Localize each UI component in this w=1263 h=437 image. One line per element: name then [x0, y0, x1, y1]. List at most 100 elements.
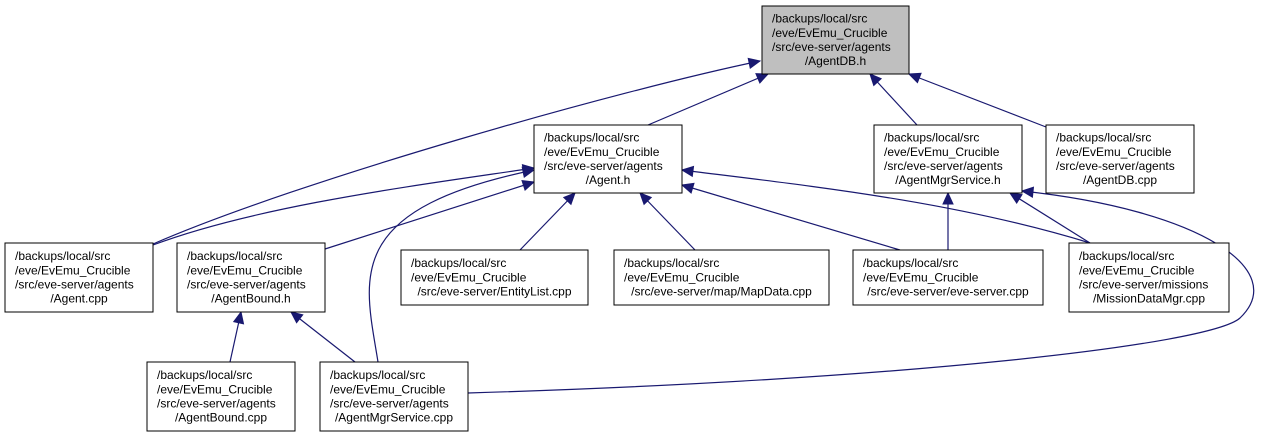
- node-label-line: /src/eve-server/agents: [1056, 159, 1175, 173]
- node-agentdb-cpp[interactable]: /backups/local/src/eve/EvEmu_Crucible/sr…: [1045, 124, 1195, 194]
- arrowhead: [869, 73, 883, 87]
- edge-line: [681, 184, 901, 251]
- node-label-line: /src/eve-server/missions: [1079, 278, 1208, 292]
- node-box: [176, 242, 326, 313]
- arrowhead: [680, 182, 695, 194]
- node-box: [4, 242, 154, 313]
- node-entitylist-cpp[interactable]: /backups/local/src/eve/EvEmu_Crucible/sr…: [400, 249, 589, 306]
- arrowhead: [521, 166, 536, 178]
- edge-mapdata_cpp-to-agent_h: [639, 192, 696, 251]
- node-box: [1045, 124, 1195, 194]
- edge-agentbound_cpp-to-agentbound_h: [229, 310, 245, 363]
- arrowhead: [639, 192, 653, 206]
- node-box: [400, 249, 589, 306]
- edge-eveserver_cpp-to-agent_h: [680, 182, 901, 251]
- edge-line: [324, 181, 535, 250]
- node-eveserver-cpp[interactable]: /backups/local/src/eve/EvEmu_Crucible/sr…: [852, 249, 1044, 306]
- node-label-line: /src/eve-server/agents: [15, 278, 134, 292]
- node-label-line: /backups/local/src: [15, 249, 110, 263]
- node-label-line: /backups/local/src: [411, 256, 506, 270]
- node-label-line: /src/eve-server/agents: [544, 159, 663, 173]
- node-label-line: /backups/local/src: [772, 12, 867, 26]
- edge-line: [519, 192, 576, 251]
- node-label-line: /src/eve-server/EntityList.cpp: [417, 285, 571, 299]
- nodes-layer: /backups/local/src/eve/EvEmu_Crucible/sr…: [4, 5, 1230, 432]
- node-label-line: /eve/EvEmu_Crucible: [15, 263, 131, 277]
- edge-line: [1009, 192, 1091, 244]
- node-label-line: /eve/EvEmu_Crucible: [884, 145, 1000, 159]
- node-label-line: /eve/EvEmu_Crucible: [411, 270, 527, 284]
- node-label-line: /src/eve-server/eve-server.cpp: [867, 285, 1029, 299]
- node-label-line: /Agent.cpp: [50, 292, 108, 306]
- node-label-line: /src/eve-server/agents: [330, 397, 449, 411]
- node-agentbound-cpp[interactable]: /backups/local/src/eve/EvEmu_Crucible/sr…: [146, 361, 296, 432]
- node-label-line: /eve/EvEmu_Crucible: [863, 270, 979, 284]
- node-label-line: /eve/EvEmu_Crucible: [157, 382, 273, 396]
- edge-agent_cpp-to-agent_h: [152, 163, 536, 246]
- node-box: [613, 249, 830, 306]
- edge-missiondatamgr_cpp-to-agentmgrservice_h: [1008, 192, 1091, 244]
- node-label-line: /AgentMgrService.h: [895, 173, 1000, 187]
- edge-line: [368, 169, 535, 363]
- node-label-line: /eve/EvEmu_Crucible: [544, 145, 660, 159]
- node-label-line: /MissionDataMgr.cpp: [1093, 292, 1205, 306]
- arrowhead: [942, 191, 954, 205]
- node-label-line: /backups/local/src: [1056, 131, 1151, 145]
- edge-agentmgrservice_cpp-to-agentbound_h: [290, 311, 356, 363]
- node-label-line: /AgentDB.cpp: [1083, 173, 1157, 187]
- edge-agent_h-to-agentdb_h: [647, 73, 770, 126]
- node-label-line: /backups/local/src: [330, 368, 425, 382]
- edge-agentdb_cpp-to-agentdb_h: [907, 72, 1047, 128]
- arrowhead: [1020, 186, 1035, 198]
- node-box: [873, 124, 1023, 194]
- node-missiondatamgr-cpp[interactable]: /backups/local/src/eve/EvEmu_Crucible/sr…: [1068, 242, 1230, 313]
- node-label-line: /eve/EvEmu_Crucible: [772, 26, 888, 40]
- arrowhead: [290, 311, 304, 324]
- node-label-line: /backups/local/src: [544, 131, 639, 145]
- node-label-line: /eve/EvEmu_Crucible: [624, 270, 740, 284]
- node-label-line: /AgentMgrService.cpp: [335, 411, 453, 425]
- arrowhead: [232, 310, 245, 325]
- node-label-line: /backups/local/src: [187, 249, 282, 263]
- edge-line: [152, 167, 535, 246]
- node-agent-h[interactable]: /backups/local/src/eve/EvEmu_Crucible/sr…: [533, 124, 683, 194]
- node-agent-cpp[interactable]: /backups/local/src/eve/EvEmu_Crucible/sr…: [4, 242, 154, 313]
- edge-agentmgrservice_cpp-to-agentmgrservice_h: [467, 186, 1255, 394]
- edge-eveserver_cpp-to-agentmgrservice_h: [942, 191, 954, 250]
- node-mapdata-cpp[interactable]: /backups/local/src/eve/EvEmu_Crucible/sr…: [613, 249, 830, 306]
- edge-agentbound_h-to-agent_h: [324, 180, 536, 250]
- arrowhead: [562, 192, 576, 206]
- node-label-line: /src/eve-server/agents: [884, 159, 1003, 173]
- node-label-line: /src/eve-server/agents: [187, 278, 306, 292]
- edge-line: [290, 311, 356, 363]
- node-box: [146, 361, 296, 432]
- edge-agentmgrservice_h-to-agentdb_h: [869, 73, 918, 126]
- node-label-line: /src/eve-server/agents: [772, 40, 891, 54]
- node-agentmgrservice-h[interactable]: /backups/local/src/eve/EvEmu_Crucible/sr…: [873, 124, 1023, 194]
- node-agentmgrservice-cpp[interactable]: /backups/local/src/eve/EvEmu_Crucible/sr…: [319, 361, 469, 432]
- edge-missiondatamgr_cpp-to-agent_h: [680, 165, 1091, 244]
- node-label-line: /backups/local/src: [1079, 249, 1174, 263]
- node-agentdb-h[interactable]: /backups/local/src/eve/EvEmu_Crucible/sr…: [761, 5, 910, 75]
- node-label-line: /AgentDB.h: [805, 54, 866, 68]
- edge-line: [869, 73, 918, 126]
- node-box: [1068, 242, 1230, 313]
- node-box: [761, 5, 910, 75]
- edge-entitylist_cpp-to-agent_h: [519, 192, 576, 251]
- edge-agent_cpp-to-agentdb_h: [152, 57, 762, 245]
- node-label-line: /src/eve-server/agents: [157, 397, 276, 411]
- node-label-line: /Agent.h: [586, 173, 631, 187]
- node-label-line: /backups/local/src: [884, 131, 979, 145]
- node-label-line: /backups/local/src: [624, 256, 719, 270]
- node-label-line: /AgentBound.h: [211, 292, 290, 306]
- arrowhead: [680, 165, 695, 178]
- edge-line: [467, 190, 1255, 394]
- node-agentbound-h[interactable]: /backups/local/src/eve/EvEmu_Crucible/sr…: [176, 242, 326, 313]
- arrowhead: [755, 73, 770, 84]
- edge-agentmgrservice_cpp-to-agent_h: [368, 166, 536, 363]
- arrowhead: [907, 72, 922, 84]
- arrowhead: [1008, 192, 1023, 204]
- node-label-line: /backups/local/src: [157, 368, 252, 382]
- edge-line: [152, 60, 761, 245]
